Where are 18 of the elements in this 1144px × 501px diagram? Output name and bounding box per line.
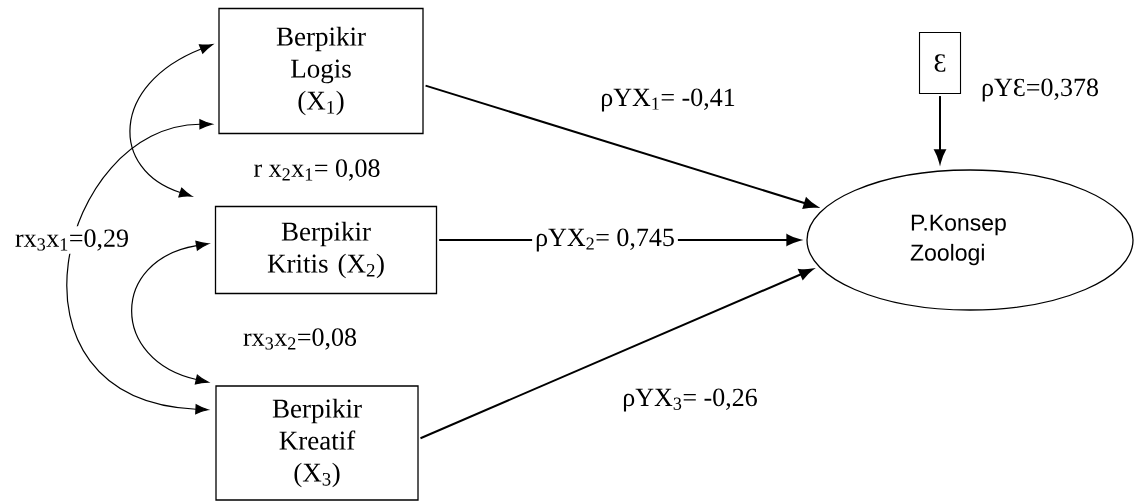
edge-label: ρYX$_{3}$= -0,26 [619, 385, 761, 415]
variable-box: Berpikir Logis (X$_{1}$) [218, 7, 424, 135]
edge-label: rx$_{3}$x$_{2}$=0,08 [240, 325, 360, 353]
ellipse-node: P.Konsep Zoologi [806, 169, 1134, 311]
edge-label: rx$_{3}$x$_{1}$=0,29 [12, 226, 132, 254]
arrow [934, 95, 946, 164]
edge-label: ρYX$_{2}$= 0,745 [532, 225, 678, 255]
arrow [131, 240, 209, 385]
arrow [424, 84, 818, 209]
variable-box: Berpikir Kritis (X$_{2}$) [214, 205, 438, 295]
error-box: Ɛ [918, 31, 962, 95]
arrow [66, 119, 213, 415]
edge-label: ρYƐ=0,378 [978, 75, 1102, 105]
edge-label: ρYX$_{1}$= -0,41 [597, 85, 739, 115]
edge-label: r x$_{2}$x$_{1}$= 0,08 [250, 156, 384, 184]
arrow [129, 44, 213, 198]
variable-box: Berpikir Kreatif (X$_{3}$) [215, 385, 419, 501]
arrow [419, 268, 814, 440]
